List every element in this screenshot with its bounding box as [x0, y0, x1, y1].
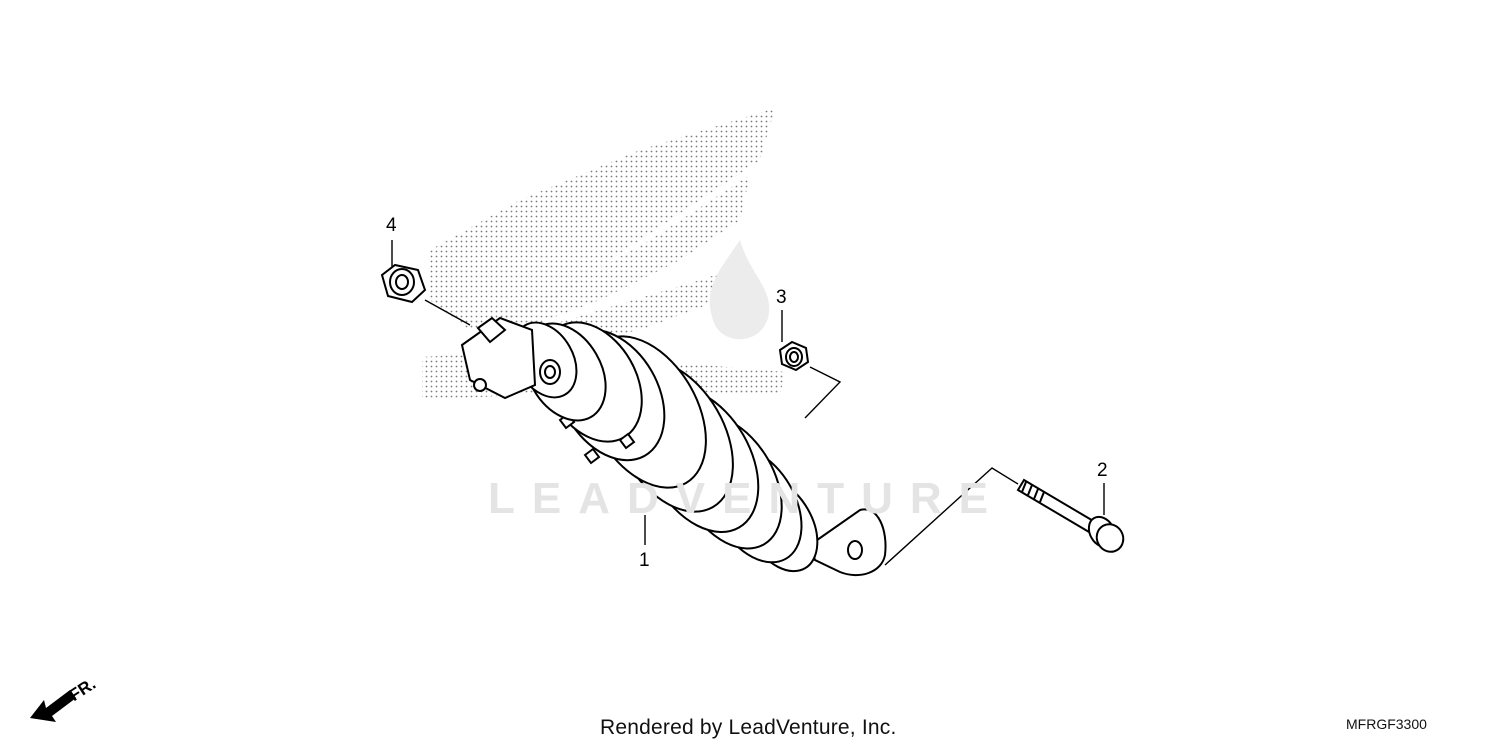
callout-4[interactable]: 4	[386, 215, 397, 236]
flange-bolt-icon	[1016, 478, 1125, 553]
callout-3[interactable]: 3	[776, 287, 787, 308]
watermark-text: LEADVENTURE	[488, 474, 1006, 523]
lock-nut-icon	[380, 263, 427, 304]
callout-2[interactable]: 2	[1097, 460, 1108, 481]
leader-lines	[391, 240, 1105, 566]
rear-shock-absorber-icon	[460, 316, 887, 577]
watermark-logo	[709, 240, 770, 340]
footer-credit: Rendered by LeadVenture, Inc.	[600, 716, 897, 739]
front-direction-arrow-icon	[30, 690, 76, 722]
diagram-code: MFRGF3300	[1346, 716, 1427, 732]
flange-nut-icon	[778, 340, 810, 372]
callout-1[interactable]: 1	[639, 550, 650, 571]
